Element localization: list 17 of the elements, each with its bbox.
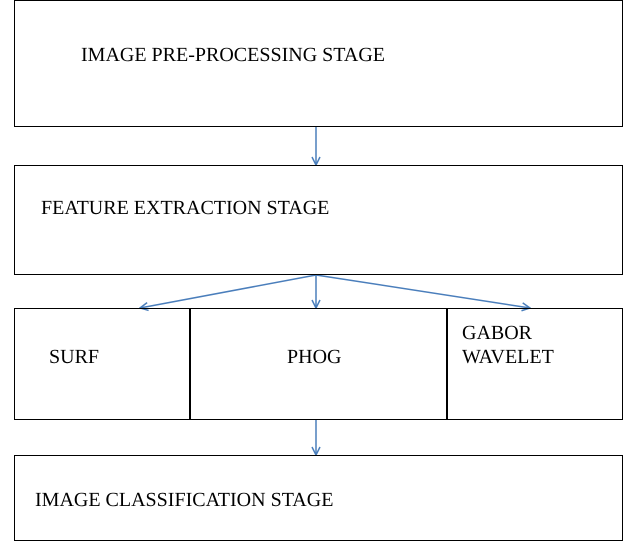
box-label: GABOR WAVELET — [462, 321, 555, 369]
arrow — [311, 275, 321, 309]
box-label: IMAGE PRE-PROCESSING STAGE — [81, 43, 385, 67]
process-box — [190, 308, 447, 420]
box-label: SURF — [49, 345, 100, 369]
box-label: FEATURE EXTRACTION STAGE — [41, 196, 330, 220]
box-label: PHOG — [287, 345, 342, 369]
process-box — [14, 165, 623, 275]
process-box — [447, 308, 623, 420]
box-label: IMAGE CLASSIFICATION STAGE — [35, 488, 334, 512]
process-box — [14, 308, 190, 420]
process-box — [14, 455, 623, 541]
arrow — [139, 274, 316, 312]
arrow — [311, 420, 321, 456]
arrow — [311, 127, 321, 166]
arrow — [316, 274, 531, 312]
process-box — [14, 0, 623, 127]
